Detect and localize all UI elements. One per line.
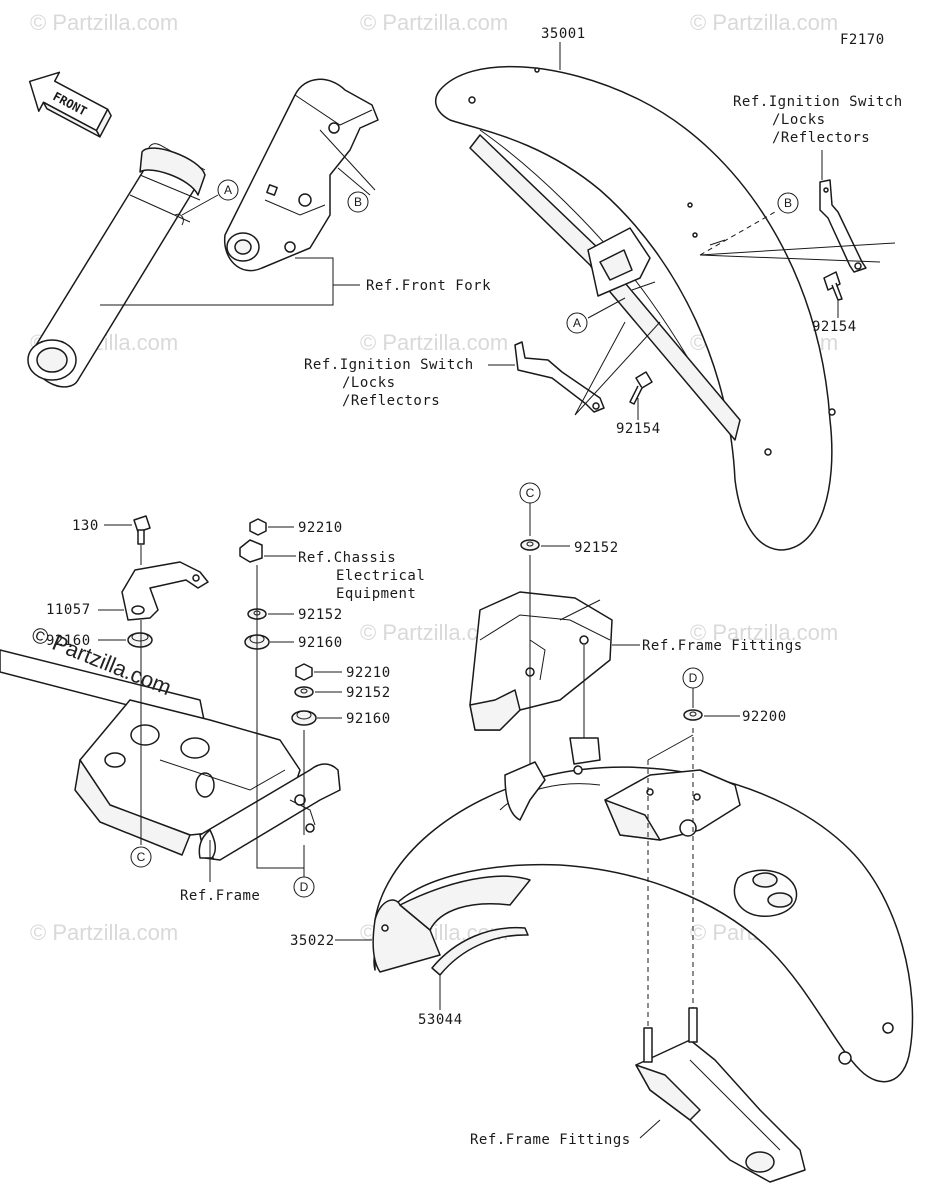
part-number-11057: 11057 (46, 602, 91, 618)
assembly-lines-left (140, 565, 305, 868)
ref-frame-fittings-bottom: Ref.Frame Fittings (470, 1132, 631, 1148)
ref-ignition-right-1: Ref.Ignition Switch (733, 94, 903, 110)
part-number-92200: 92200 (742, 709, 787, 725)
part-number-92160-left: 92160 (46, 633, 91, 649)
bolt-130: 130 (72, 515, 151, 565)
nut-92210-a: 92210 (249, 518, 343, 536)
part-number-92160-c: 92160 (346, 711, 391, 727)
ref-front-fork-label: Ref.Front Fork (366, 278, 491, 294)
part-number-53044: 53044 (418, 1012, 463, 1028)
callout-d-left: D (293, 868, 315, 898)
ref-frame-fittings-top: Ref.Frame Fittings (642, 638, 803, 654)
part-number-92210-a: 92210 (298, 520, 343, 536)
washer-92152-a: 92152 (247, 607, 343, 623)
part-number-35022: 35022 (290, 933, 335, 949)
ref-chassis-3: Equipment (336, 586, 416, 602)
rear-frame-fitting-bottom: Ref.Frame Fittings (470, 1007, 806, 1183)
ignition-bracket-left: Ref.Ignition Switch /Locks /Reflectors (304, 321, 661, 416)
ref-chassis-2: Electrical (336, 568, 425, 584)
ref-front-fork: Ref.Front Fork (100, 257, 491, 306)
washer-92152-b: 92152 (294, 685, 391, 701)
dashed-assembly-lines (647, 728, 694, 1035)
callout-b-fender: B (699, 192, 799, 256)
ref-ignition-left-1: Ref.Ignition Switch (304, 357, 474, 373)
part-number-35001: 35001 (541, 26, 586, 42)
rear-fender-35022: 35022 (290, 737, 914, 1083)
callout-c-left: C (130, 846, 152, 868)
grommet-92160-b: 92160 (244, 634, 343, 651)
callout-b-label: B (784, 196, 792, 210)
ref-ignition-right-2: /Locks (772, 112, 826, 128)
ref-chassis-1: Ref.Chassis (298, 550, 396, 566)
watermark: © Partzilla.com (360, 10, 508, 35)
callout-a-fender: A (566, 281, 656, 334)
part-number-92160-b: 92160 (298, 635, 343, 651)
bolt-92154-left: 92154 (616, 371, 661, 437)
frame-assembly (0, 649, 341, 861)
seal-53044: 53044 (418, 926, 529, 1028)
part-number-92152-a: 92152 (298, 607, 343, 623)
part-number-92152-b: 92152 (346, 685, 391, 701)
part-number-130: 130 (72, 518, 99, 534)
ref-ignition-left-3: /Reflectors (342, 393, 440, 409)
callout-a-label: A (573, 316, 581, 330)
ref-frame: Ref.Frame (180, 840, 305, 904)
washer-92152-rear: 92152 (520, 539, 619, 556)
grommet-92160-c: 92160 (291, 710, 391, 727)
callout-d-label: D (300, 880, 309, 894)
front-fork-bracket (224, 78, 379, 272)
callout-d-rear: D (682, 667, 704, 708)
watermark: © Partzilla.com (30, 920, 178, 945)
bolt-92154-right: 92154 (812, 271, 857, 335)
rear-frame-fitting-top: Ref.Frame Fittings (469, 591, 803, 731)
ref-frame-label: Ref.Frame (180, 888, 260, 904)
washer-92200: 92200 (683, 709, 787, 725)
bracket-11057: 11057 (46, 561, 209, 621)
ref-ignition-left-2: /Locks (342, 375, 396, 391)
figure-code: F2170 (840, 32, 885, 48)
callout-a-fork: A (181, 179, 239, 216)
ref-chassis-connector: Ref.Chassis Electrical Equipment (239, 539, 425, 602)
watermark: © Partzilla.com (30, 10, 178, 35)
part-number-92154-left: 92154 (616, 421, 661, 437)
ref-ignition-right-3: /Reflectors (772, 130, 870, 146)
front-fender-35001: 35001 (434, 26, 836, 551)
watermark: © Partzilla.com (360, 330, 508, 355)
callout-a-label: A (224, 183, 232, 197)
ignition-bracket-right: Ref.Ignition Switch /Locks /Reflectors (699, 94, 903, 273)
part-number-92154-right: 92154 (812, 319, 857, 335)
callout-d-label: D (689, 671, 698, 685)
front-arrow-icon: FRONT (28, 71, 112, 138)
callout-b-bracket: B (319, 129, 376, 213)
watermark: © Partzilla.com (690, 620, 838, 645)
watermark: © Partzilla.com (690, 10, 838, 35)
front-fork-tube (27, 143, 206, 388)
part-number-92210-b: 92210 (346, 665, 391, 681)
assembly-lines-rear (529, 555, 585, 770)
grommet-92160-left: 92160 (46, 632, 153, 649)
callout-c-rear: C (519, 482, 541, 536)
callout-c-label: C (137, 850, 146, 864)
callout-c-label: C (526, 486, 535, 500)
callout-b-label: B (354, 195, 362, 209)
nut-92210-b: 92210 (295, 663, 391, 681)
part-number-92152-rear: 92152 (574, 540, 619, 556)
